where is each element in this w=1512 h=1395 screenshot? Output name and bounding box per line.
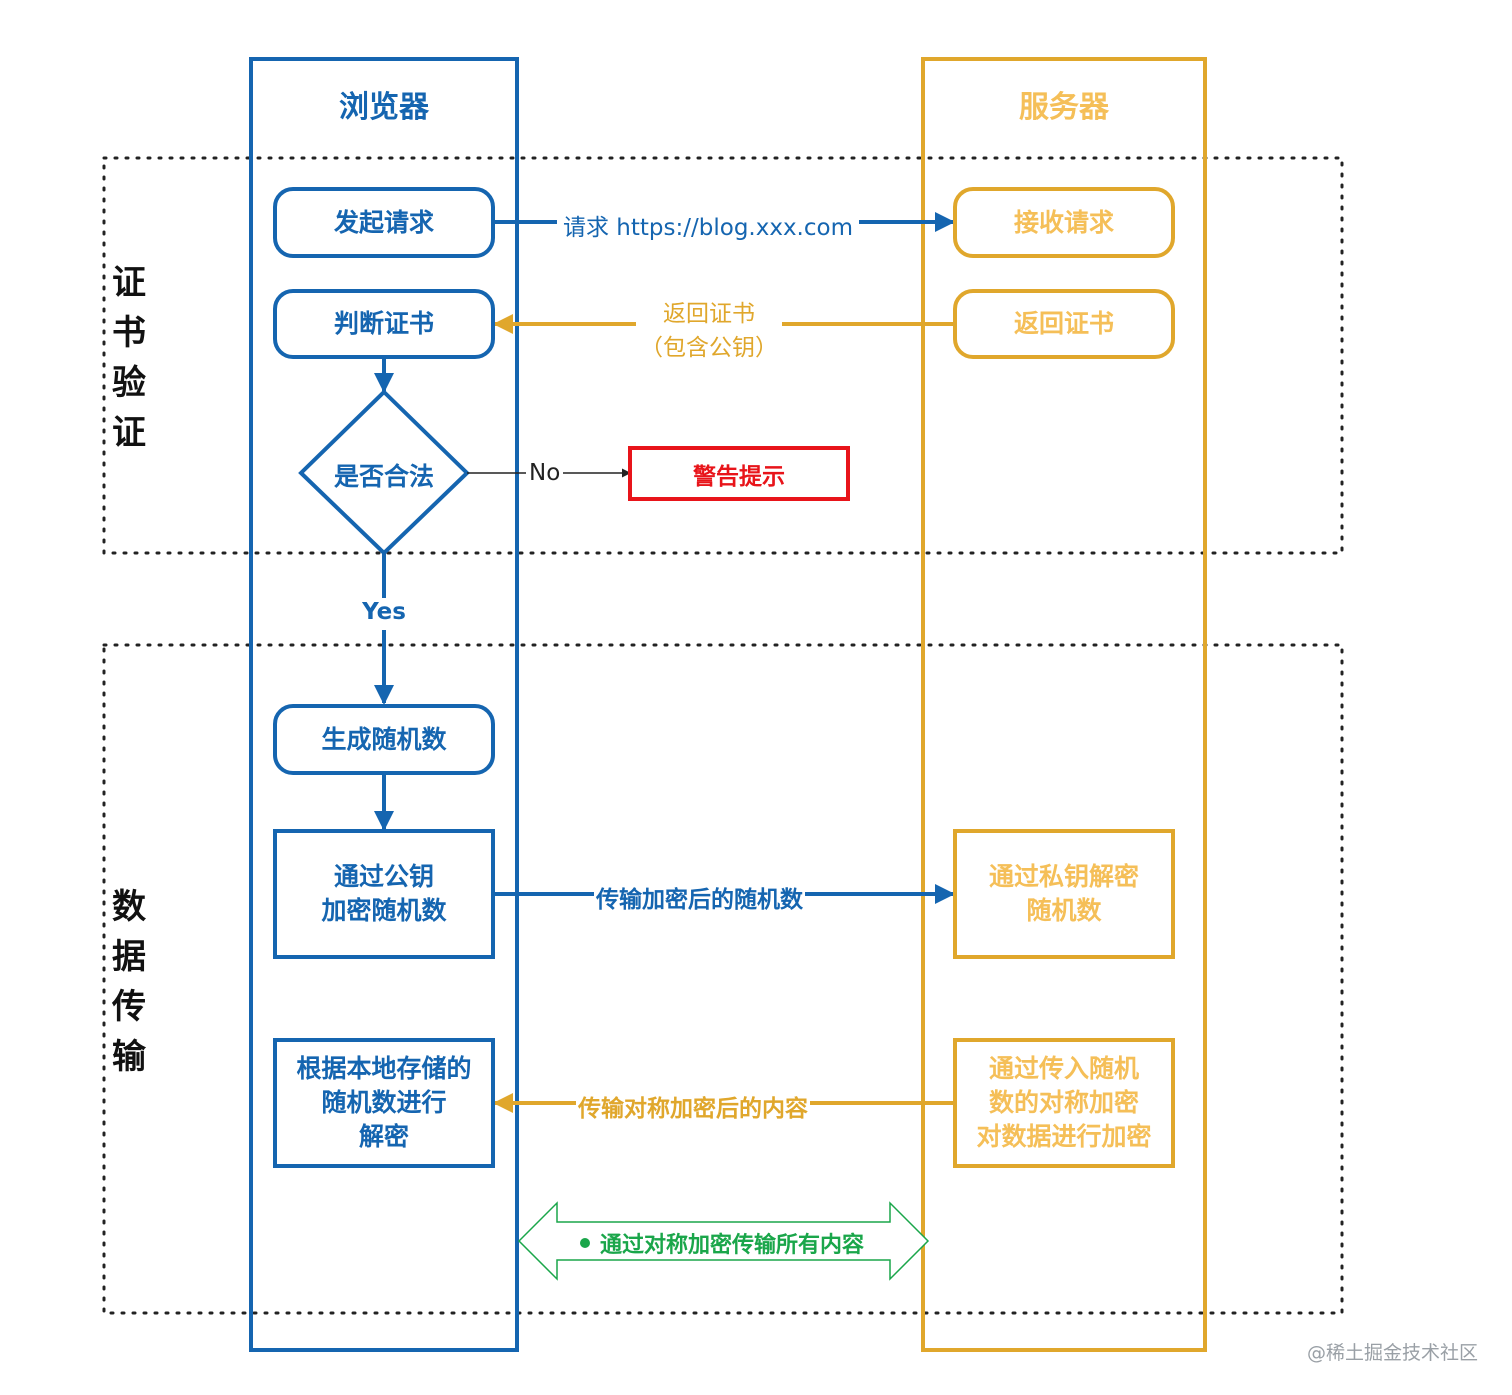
server-lane-title: 服务器 bbox=[1019, 90, 1109, 125]
node-encrypt-random: 通过公钥 加密随机数 bbox=[273, 829, 495, 959]
browser-lane bbox=[249, 57, 519, 1352]
edge-label-no: No bbox=[526, 460, 564, 486]
symmetric-label-text: 通过对称加密传输所有内容 bbox=[600, 1233, 865, 1258]
bullet-dot-icon bbox=[580, 1238, 590, 1248]
edge-label-return-cert-1: 返回证书 bbox=[636, 294, 782, 328]
node-receive-request: 接收请求 bbox=[953, 187, 1175, 258]
browser-lane-title: 浏览器 bbox=[339, 90, 429, 125]
edge-label-yes: Yes bbox=[344, 599, 424, 625]
node-send-request: 发起请求 bbox=[273, 187, 495, 258]
symmetric-double-arrow bbox=[517, 1201, 930, 1281]
edge-label-return-cert-2: （包含公钥） bbox=[636, 328, 782, 362]
node-check-cert: 判断证书 bbox=[273, 289, 495, 359]
server-lane bbox=[921, 57, 1207, 1352]
section-cert-label: 证 书 验 证 bbox=[112, 263, 146, 453]
node-decrypt-content: 根据本地存储的 随机数进行 解密 bbox=[273, 1038, 495, 1168]
node-gen-random: 生成随机数 bbox=[273, 704, 495, 775]
section-cert-frame bbox=[102, 156, 1344, 555]
section-data-label: 数 据 传 输 bbox=[112, 887, 146, 1077]
edge-label-request: 请求 https://blog.xxx.com bbox=[557, 208, 859, 242]
section-data-frame bbox=[102, 643, 1344, 1315]
node-encrypt-data: 通过传入随机 数的对称加密 对数据进行加密 bbox=[953, 1038, 1175, 1168]
node-decrypt-random: 通过私钥解密 随机数 bbox=[953, 829, 1175, 959]
edge-label-send-random: 传输加密后的随机数 bbox=[594, 880, 805, 914]
node-is-valid: 是否合法 bbox=[333, 462, 434, 491]
symmetric-label: 通过对称加密传输所有内容 bbox=[580, 1227, 864, 1259]
watermark: @稀土掘金技术社区 bbox=[1306, 1342, 1478, 1364]
alert-box: 警告提示 bbox=[628, 446, 850, 501]
node-return-cert: 返回证书 bbox=[953, 289, 1175, 359]
edge-label-send-content: 传输对称加密后的内容 bbox=[576, 1089, 810, 1123]
